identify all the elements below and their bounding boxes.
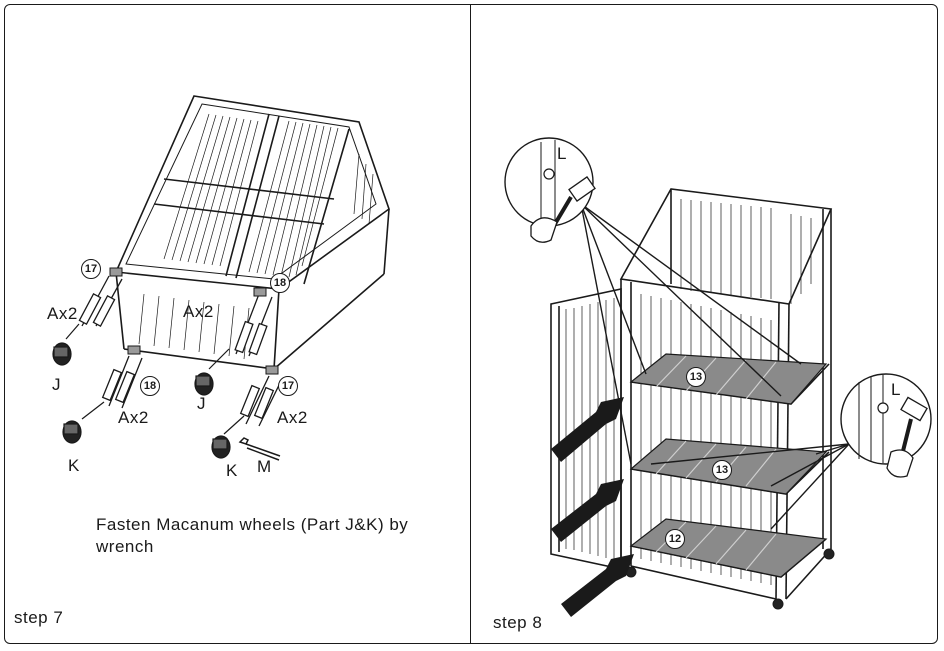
wrench-icon [238, 437, 281, 461]
step7-illustration [52, 95, 390, 461]
part-label-k: K [226, 461, 238, 480]
hammer-icon [886, 396, 928, 478]
part-label-j: J [197, 394, 206, 413]
part-badge-18: 18 [270, 273, 290, 293]
arrow-icon [551, 397, 634, 617]
step8-illustration [504, 137, 932, 617]
hammer-icon [530, 176, 596, 243]
part-label-l: L [891, 380, 901, 399]
part-badge-12: 12 [665, 529, 685, 549]
quantity-label: Ax2 [118, 408, 149, 427]
step7-instruction: Fasten Macanum wheels (Part J&K) by wren… [96, 515, 409, 556]
part-label-l: L [557, 144, 567, 163]
part-label-m: M [257, 457, 272, 476]
part-badge-17: 17 [278, 376, 298, 396]
part-label-j: J [52, 375, 61, 394]
step7-label: step 7 [14, 608, 64, 627]
quantity-label: Ax2 [47, 304, 78, 323]
step8-panel: 13 13 12 L L step 8 [471, 4, 938, 644]
panel-divider [470, 4, 471, 644]
part-badge-13: 13 [686, 367, 706, 387]
part-badge-13: 13 [712, 460, 732, 480]
part-badge-18: 18 [140, 376, 160, 396]
instruction-sheet [4, 4, 938, 644]
step8-label: step 8 [493, 613, 543, 632]
quantity-label: Ax2 [277, 408, 308, 427]
quantity-label: Ax2 [183, 302, 214, 321]
part-badge-17: 17 [81, 259, 101, 279]
step7-panel: 17 18 18 17 Ax2 Ax2 Ax2 Ax2 J J K K M Fa… [4, 4, 470, 644]
part-label-k: K [68, 456, 80, 475]
